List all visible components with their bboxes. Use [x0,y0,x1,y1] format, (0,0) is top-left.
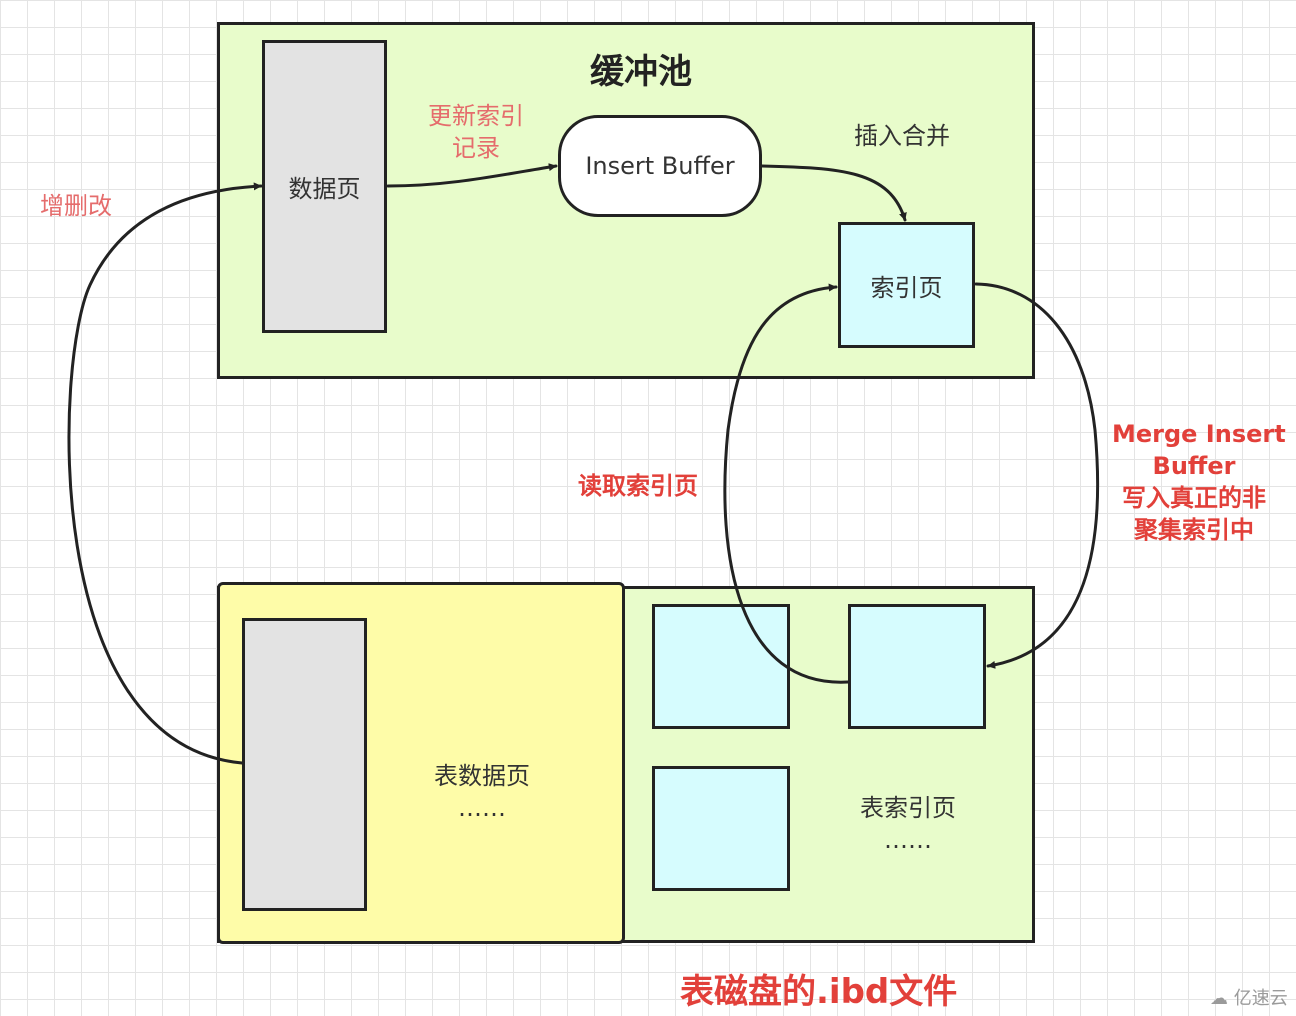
index-page-box: 索引页 [838,222,975,348]
insert-buffer-label: Insert Buffer [585,152,735,180]
table-data-pages-text: 表数据页 [434,762,530,790]
merge-line-3: 写入真正的非 [1122,484,1266,512]
insert-merge-label: 插入合并 [854,122,950,150]
update-index-label: 更新索引 记录 [420,100,532,164]
data-page-label: 数据页 [288,175,361,203]
table-index-pages-text: 表索引页 [860,794,956,822]
crud-label: 增删改 [40,192,112,220]
arrow-read-index-page [723,283,850,684]
disk-index-page-2 [848,604,986,729]
merge-line-2: Buffer [1152,452,1236,480]
arrow-update-index [386,163,558,188]
data-page-box: 数据页 [262,40,387,333]
arrow-merge-insert-buffer [974,282,1100,669]
index-page-label: 索引页 [870,273,943,302]
disk-index-page-3 [652,766,790,891]
read-index-page-label: 读取索引页 [578,472,698,500]
table-index-pages-ellipsis: …… [884,826,932,854]
ibd-file-caption: 表磁盘的.ibd文件 [680,972,958,1012]
merge-insert-buffer-label: Merge Insert Buffer 写入真正的非 聚集索引中 [1112,418,1286,546]
disk-index-page-1 [652,604,790,729]
watermark-logo: ☁ 亿速云 [1210,984,1288,1010]
cloud-icon: ☁ [1210,988,1228,1009]
table-index-pages-label: 表索引页 …… [846,792,970,856]
arrow-insert-merge [760,164,907,222]
merge-line-1: Merge Insert [1112,420,1286,448]
arrow-crud [67,182,263,765]
watermark-text: 亿速云 [1233,988,1288,1009]
update-index-line-2: 记录 [452,134,500,162]
update-index-line-1: 更新索引 [428,102,524,130]
table-data-pages-ellipsis: …… [458,794,506,822]
disk-data-page-box [242,618,367,911]
insert-buffer-node: Insert Buffer [558,115,762,217]
table-data-pages-label: 表数据页 …… [420,760,544,824]
merge-line-4: 聚集索引中 [1134,516,1254,544]
buffer-pool-title: 缓冲池 [590,52,692,92]
